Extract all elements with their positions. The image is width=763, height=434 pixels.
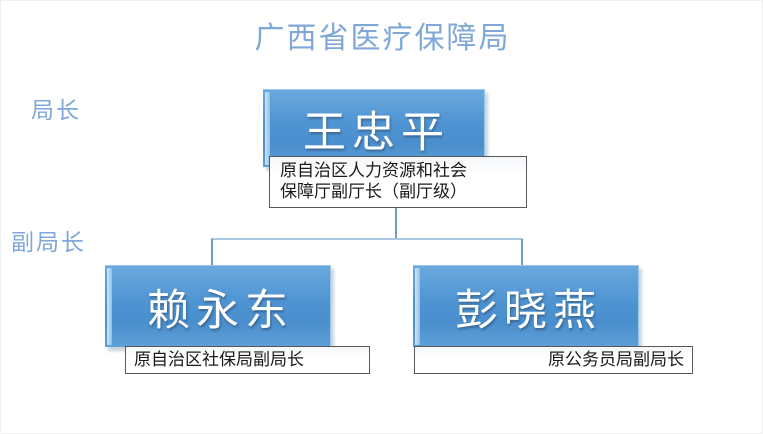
org-node-director-name: 王忠平 bbox=[303, 107, 450, 158]
org-node-deputy-left[interactable]: 赖永东 bbox=[105, 265, 331, 347]
org-node-deputy-right-name: 彭晓燕 bbox=[455, 285, 602, 336]
connector-to-right-child bbox=[521, 239, 523, 266]
org-node-deputy-right-caption: 原公务员局副局长 bbox=[414, 346, 693, 374]
connector-parent-stem bbox=[395, 207, 397, 240]
connector-to-left-child bbox=[211, 239, 213, 266]
row-label-deputy: 副局长 bbox=[11, 230, 86, 256]
page-title: 广西省医疗保障局 bbox=[254, 21, 511, 56]
org-node-deputy-right[interactable]: 彭晓燕 bbox=[413, 265, 639, 347]
connector-horizontal-bar bbox=[211, 238, 523, 240]
org-node-deputy-left-caption: 原自治区社保局副局长 bbox=[125, 346, 370, 374]
org-node-director-caption: 原自治区人力资源和社会 保障厅副厅长（副厅级） bbox=[269, 156, 527, 208]
row-label-director: 局长 bbox=[31, 98, 81, 124]
org-node-deputy-left-name: 赖永东 bbox=[147, 285, 294, 336]
org-node-director[interactable]: 王忠平 bbox=[263, 89, 485, 167]
